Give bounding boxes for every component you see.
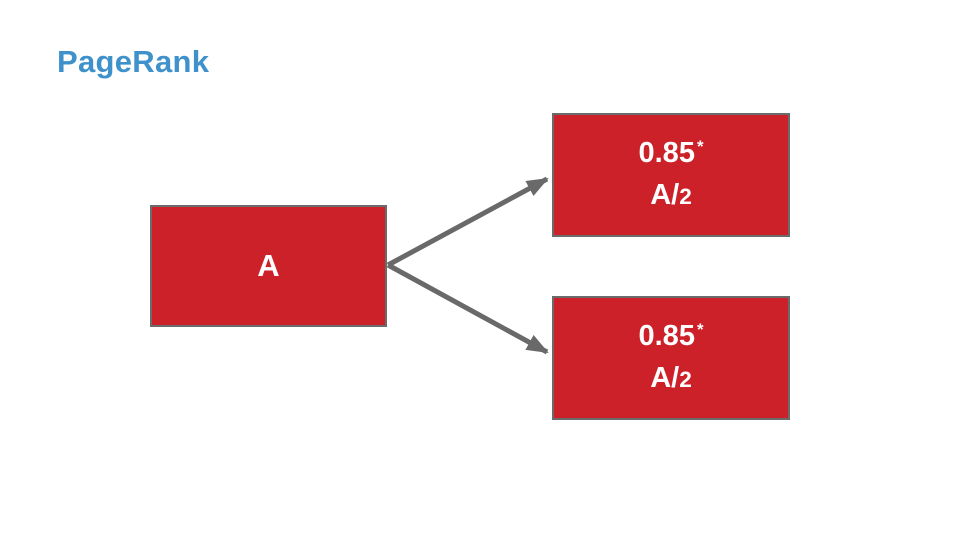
- node-bottom-target: 0.85* A/2: [552, 296, 790, 420]
- node-a-label: A: [257, 248, 280, 283]
- node-a: A: [150, 205, 387, 327]
- damping-factor-line: 0.85*: [639, 317, 704, 359]
- superscript-asterisk: *: [696, 136, 704, 156]
- page-title: PageRank: [57, 44, 210, 79]
- arrow-a-to-top-node: [386, 176, 549, 268]
- node-top-target: 0.85* A/2: [552, 113, 790, 237]
- rank-share-line: A/2: [650, 359, 692, 399]
- rank-share-text: A/: [650, 362, 680, 394]
- rank-share-line: A/2: [650, 176, 692, 216]
- superscript-asterisk: *: [696, 319, 704, 339]
- rank-share-denominator: 2: [679, 367, 692, 392]
- damping-factor-line: 0.85*: [639, 134, 704, 176]
- damping-factor-text: 0.85: [638, 137, 695, 169]
- damping-factor-text: 0.85: [638, 320, 695, 352]
- rank-share-denominator: 2: [679, 184, 692, 209]
- rank-share-text: A/: [650, 179, 680, 211]
- arrow-a-to-bottom-node: [386, 262, 549, 355]
